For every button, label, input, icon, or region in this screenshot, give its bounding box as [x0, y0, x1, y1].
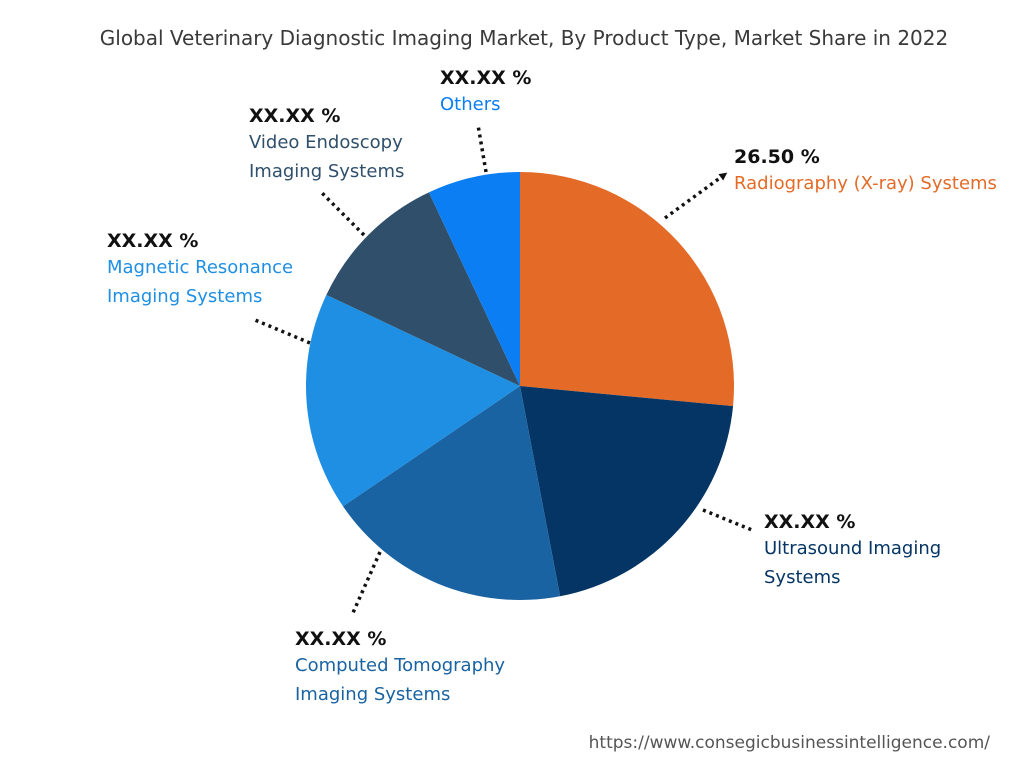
category-label-others: Others [440, 94, 501, 115]
leader-computed-tomography [350, 551, 382, 616]
value-label-ultrasound: XX.XX % [764, 511, 855, 533]
category-label-ultrasound: Ultrasound Imaging [764, 538, 941, 559]
leader-magnetic-resonance [254, 318, 311, 345]
leader-others [476, 124, 488, 173]
slice-others [428, 172, 520, 386]
pie-slices [305, 172, 734, 601]
category-label-computed-tomography: Imaging Systems [295, 684, 450, 705]
category-label-magnetic-resonance: Magnetic Resonance [107, 257, 293, 278]
value-label-computed-tomography: XX.XX % [295, 628, 386, 650]
category-label-radiography: Radiography (X-ray) Systems [734, 173, 997, 194]
leader-video-endoscopy [320, 191, 366, 237]
slice-computed-tomography [343, 386, 561, 601]
category-label-ultrasound: Systems [764, 567, 841, 588]
category-label-computed-tomography: Computed Tomography [295, 655, 505, 676]
category-label-video-endoscopy: Video Endoscopy [249, 132, 403, 153]
category-label-magnetic-resonance: Imaging Systems [107, 286, 262, 307]
source-url[interactable]: https://www.consegicbusinessintelligence… [589, 733, 991, 753]
value-label-others: XX.XX % [440, 67, 531, 89]
category-label-video-endoscopy: Imaging Systems [249, 161, 404, 182]
slice-labels: 26.50 %Radiography (X-ray) SystemsXX.XX … [107, 67, 997, 705]
value-label-video-endoscopy: XX.XX % [249, 105, 340, 127]
slice-radiography [520, 172, 734, 407]
leader-lines [254, 124, 753, 616]
value-label-magnetic-resonance: XX.XX % [107, 230, 198, 252]
leader-ultrasound [702, 508, 753, 532]
leader-radiography [663, 172, 728, 220]
chart-title: Global Veterinary Diagnostic Imaging Mar… [100, 26, 948, 50]
value-label-radiography: 26.50 % [734, 146, 820, 168]
slice-ultrasound [520, 386, 734, 597]
slice-magnetic-resonance [305, 294, 520, 507]
slice-video-endoscopy [326, 192, 520, 386]
